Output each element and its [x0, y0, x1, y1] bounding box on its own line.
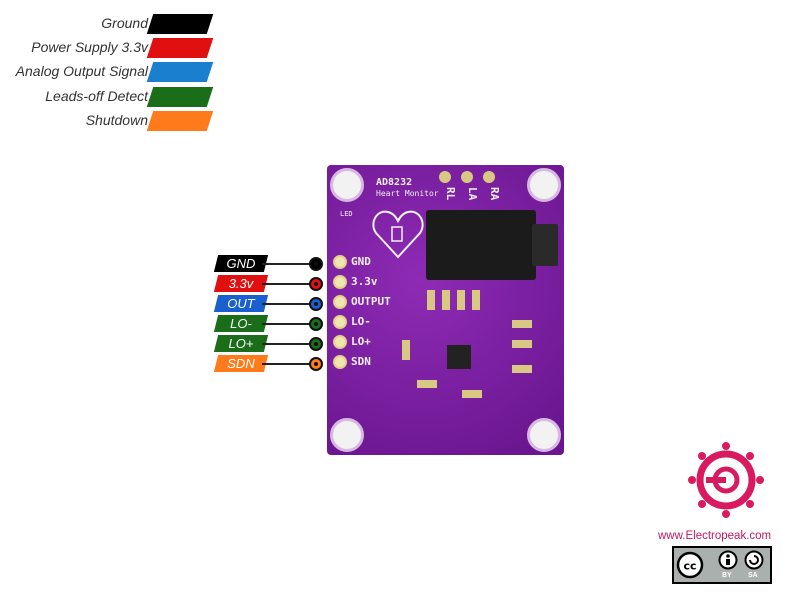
wire-lo-minus: [262, 323, 314, 325]
wire-3v3: [262, 283, 314, 285]
header-pad: [333, 275, 347, 289]
smd-component: [427, 290, 435, 310]
mounting-hole: [527, 168, 561, 202]
pin-tag-gnd: GND: [213, 255, 269, 272]
header-pad: [333, 355, 347, 369]
legend-swatch: [146, 14, 214, 34]
cc-license-badge: cc BY SA: [672, 546, 772, 584]
legend-label: Shutdown: [85, 112, 148, 128]
smd-component: [442, 290, 450, 310]
silk-label-3v3: 3.3v: [351, 275, 378, 288]
wire-gnd: [262, 263, 314, 265]
legend-item-analog: Analog Output Signal: [0, 62, 220, 82]
legend-label: Analog Output Signal: [15, 63, 148, 79]
sa-icon: [744, 550, 764, 570]
pin-dot-3v3: [309, 277, 323, 291]
mounting-hole: [527, 418, 561, 452]
chip-name-label: AD8232: [376, 177, 413, 188]
legend-swatch: [146, 111, 214, 131]
smd-component: [512, 340, 532, 348]
electrode-pad: [461, 171, 473, 183]
legend-swatch: [146, 87, 214, 107]
legend-item-leads-off: Leads-off Detect: [0, 87, 220, 107]
legend-label: Power Supply 3.3v: [31, 39, 148, 55]
pin-dot-lo-plus: [309, 337, 323, 351]
legend-item-power: Power Supply 3.3v: [0, 38, 220, 58]
smd-component: [462, 390, 482, 398]
header-pad: [333, 255, 347, 269]
smd-component: [417, 380, 437, 388]
electrode-label-la: LA: [466, 187, 479, 201]
electrode-label-rl: RL: [444, 187, 457, 201]
pin-dot-out: [309, 297, 323, 311]
heart-icon: [372, 210, 424, 259]
by-icon: [718, 550, 738, 570]
pin-tag-out: OUT: [213, 295, 269, 312]
pin-tag-3v3: 3.3v: [213, 275, 269, 292]
silk-label-lo-minus: LO-: [351, 315, 371, 328]
cc-icon: cc: [676, 551, 704, 579]
mounting-hole: [330, 418, 364, 452]
header-pad: [333, 295, 347, 309]
pin-dot-lo-minus: [309, 317, 323, 331]
legend-item-ground: Ground: [0, 14, 220, 34]
legend-label: Ground: [101, 15, 148, 31]
license-sa-label: SA: [748, 572, 758, 579]
ad8232-chip: [447, 345, 471, 369]
pin-tag-sdn: SDN: [213, 355, 269, 372]
pin-tag-lo-minus: LO-: [213, 315, 269, 332]
smd-component: [472, 290, 480, 310]
smd-component: [512, 320, 532, 328]
ad8232-board: AD8232 Heart Monitor LED RL LA RA GND 3.…: [327, 165, 564, 455]
pin-dot-gnd: [309, 257, 323, 271]
smd-component: [512, 365, 532, 373]
electrode-pad: [483, 171, 495, 183]
audio-jack: [426, 210, 558, 280]
license-by-label: BY: [722, 572, 732, 579]
legend-swatch: [146, 62, 214, 82]
electropeak-logo-icon: [688, 442, 764, 518]
board-subtitle-label: Heart Monitor: [376, 189, 439, 198]
legend-item-shutdown: Shutdown: [0, 111, 220, 131]
header-pad: [333, 335, 347, 349]
mounting-hole: [330, 168, 364, 202]
electrode-label-ra: RA: [488, 187, 501, 201]
svg-text:cc: cc: [683, 560, 696, 573]
wire-out: [262, 303, 314, 305]
electrode-pad: [439, 171, 451, 183]
smd-component: [402, 340, 410, 360]
wire-lo-plus: [262, 343, 314, 345]
led-label: LED: [340, 210, 353, 218]
site-url: www.Electropeak.com: [658, 530, 772, 542]
silk-label-output: OUTPUT: [351, 295, 391, 308]
legend-swatch: [146, 38, 214, 58]
wire-sdn: [262, 363, 314, 365]
legend-label: Leads-off Detect: [45, 88, 148, 104]
pin-tag-lo-plus: LO+: [213, 335, 269, 352]
header-pad: [333, 315, 347, 329]
silk-label-lo-plus: LO+: [351, 335, 371, 348]
silk-label-sdn: SDN: [351, 355, 371, 368]
silk-label-gnd: GND: [351, 255, 371, 268]
pin-dot-sdn: [309, 357, 323, 371]
smd-component: [457, 290, 465, 310]
